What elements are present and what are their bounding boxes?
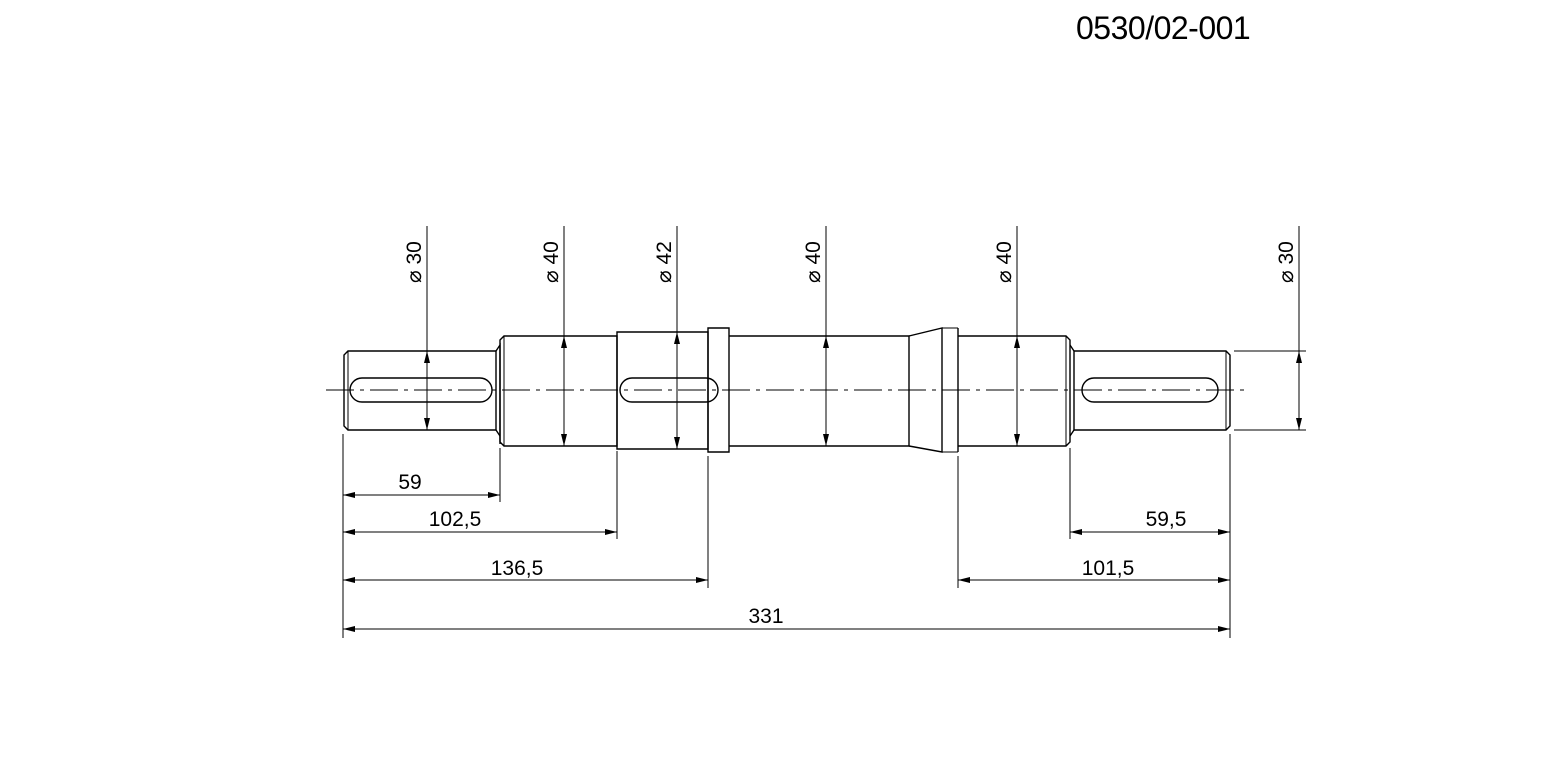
diameter-label: ⌀ 30 bbox=[1275, 241, 1298, 283]
length-label: 136,5 bbox=[491, 557, 544, 580]
length-label: 331 bbox=[748, 605, 783, 628]
keyway-middle bbox=[619, 377, 719, 403]
keyway-left bbox=[349, 377, 493, 403]
diameter-label: ⌀ 30 bbox=[403, 241, 426, 283]
diameter-dimensions bbox=[424, 226, 1306, 449]
diameter-label: ⌀ 40 bbox=[540, 241, 563, 283]
diameter-label: ⌀ 40 bbox=[993, 241, 1016, 283]
length-dimensions bbox=[343, 492, 1230, 632]
keyway-right bbox=[1081, 377, 1219, 403]
diameter-label: ⌀ 42 bbox=[653, 241, 676, 283]
length-label: 101,5 bbox=[1082, 557, 1135, 580]
length-label: 59 bbox=[398, 471, 421, 494]
extension-lines bbox=[342, 434, 1231, 638]
drawing-number: 0530/02-001 bbox=[1076, 10, 1251, 46]
length-label: 102,5 bbox=[429, 508, 482, 531]
length-label: 59,5 bbox=[1146, 508, 1187, 531]
diameter-label: ⌀ 40 bbox=[802, 241, 825, 283]
